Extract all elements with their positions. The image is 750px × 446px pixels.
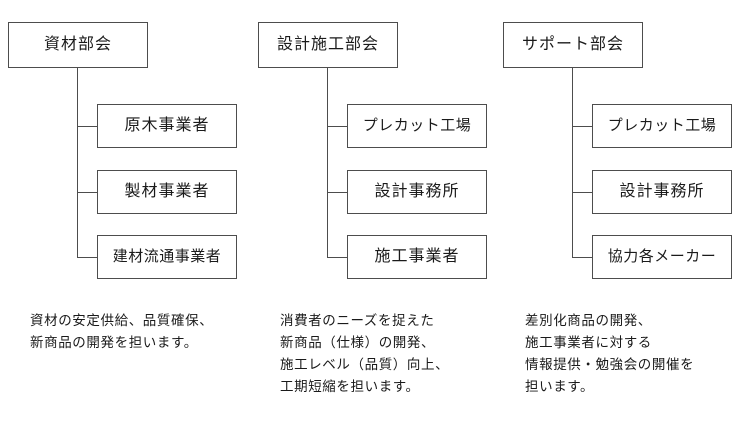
member-box-1-1: 製材事業者: [97, 170, 237, 214]
caption-line: 工期短縮を担います。: [280, 379, 420, 394]
caption-line: 資材の安定供給、品質確保、: [30, 313, 214, 328]
column-caption-2: 消費者のニーズを捉えた 新商品（仕様）の開発、 施工レベル（品質）向上、 工期短…: [280, 310, 510, 398]
connector-stub-2-2: [327, 257, 347, 258]
connector-stub-2-1: [327, 192, 347, 193]
member-box-3-2: 協力各メーカー: [592, 235, 732, 279]
connector-stub-1-2: [77, 257, 97, 258]
connector-trunk-3: [572, 68, 573, 257]
caption-line: 施工レベル（品質）向上、: [280, 357, 450, 372]
member-box-1-0: 原木事業者: [97, 104, 237, 148]
department-header-box-3: サポート部会: [503, 22, 643, 68]
connector-stub-3-0: [572, 126, 592, 127]
column-caption-3: 差別化商品の開発、 施工事業者に対する 情報提供・勉強会の開催を 担います。: [525, 310, 750, 398]
caption-line: 消費者のニーズを捉えた: [280, 313, 435, 328]
member-box-3-0: プレカット工場: [592, 104, 732, 148]
caption-line: 新商品の開発を担います。: [30, 335, 198, 350]
connector-trunk-2: [327, 68, 328, 257]
org-column-support: サポート部会 プレカット工場 設計事務所 協力各メーカー 差別化商品の開発、 施…: [495, 0, 745, 446]
connector-stub-1-1: [77, 192, 97, 193]
member-box-2-0: プレカット工場: [347, 104, 487, 148]
org-column-sekkei-sekou: 設計施工部会 プレカット工場 設計事務所 施工事業者 消費者のニーズを捉えた 新…: [250, 0, 500, 446]
caption-line: 新商品（仕様）の開発、: [280, 335, 436, 350]
member-box-2-2: 施工事業者: [347, 235, 487, 279]
department-header-box-1: 資材部会: [8, 22, 148, 68]
connector-stub-3-2: [572, 257, 592, 258]
caption-line: 担います。: [525, 379, 595, 394]
member-box-2-1: 設計事務所: [347, 170, 487, 214]
org-column-shizai: 資材部会 原木事業者 製材事業者 建材流通事業者 資材の安定供給、品質確保、 新…: [0, 0, 250, 446]
connector-stub-1-0: [77, 126, 97, 127]
column-caption-1: 資材の安定供給、品質確保、 新商品の開発を担います。: [30, 310, 260, 354]
member-box-3-1: 設計事務所: [592, 170, 732, 214]
caption-line: 施工事業者に対する: [525, 335, 652, 350]
connector-trunk-1: [77, 68, 78, 257]
connector-stub-2-0: [327, 126, 347, 127]
department-header-box-2: 設計施工部会: [258, 22, 398, 68]
caption-line: 差別化商品の開発、: [525, 313, 652, 328]
caption-line: 情報提供・勉強会の開催を: [525, 357, 695, 372]
member-box-1-2: 建材流通事業者: [97, 235, 237, 279]
connector-stub-3-1: [572, 192, 592, 193]
